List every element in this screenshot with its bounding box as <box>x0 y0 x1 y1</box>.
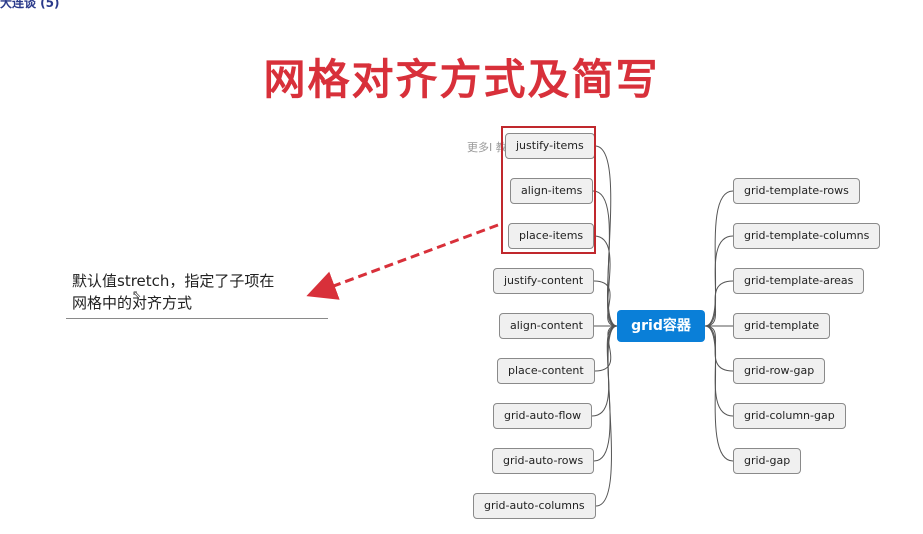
node-align-items[interactable]: align-items <box>510 178 594 204</box>
node-place-content[interactable]: place-content <box>497 358 595 384</box>
connector-node-grid-gap <box>704 325 734 462</box>
node-grid-template-areas[interactable]: grid-template-areas <box>733 268 865 294</box>
connector-node-align-items <box>592 190 618 327</box>
connector-node-grid-template-rows <box>704 190 734 327</box>
node-place-items[interactable]: place-items <box>508 223 595 249</box>
node-justify-items[interactable]: justify-items <box>505 133 595 159</box>
connector-node-grid-template-columns <box>704 235 734 327</box>
connector-node-grid-row-gap <box>704 325 734 372</box>
node-grid-auto-rows[interactable]: grid-auto-rows <box>492 448 595 474</box>
connector-node-grid-auto-rows <box>593 325 618 462</box>
connector-node-grid-template-areas <box>704 280 734 327</box>
node-align-content[interactable]: align-content <box>499 313 594 339</box>
node-grid-template-rows[interactable]: grid-template-rows <box>733 178 860 204</box>
node-grid-auto-columns[interactable]: grid-auto-columns <box>473 493 596 519</box>
node-justify-content[interactable]: justify-content <box>493 268 595 294</box>
annotation-line-2: 网格中的对齐方式 <box>72 294 193 312</box>
corner-caption: 大连谈 (5) <box>0 0 60 10</box>
node-grid-template-columns[interactable]: grid-template-columns <box>733 223 881 249</box>
connector-node-justify-items <box>594 145 618 327</box>
node-grid-column-gap[interactable]: grid-column-gap <box>733 403 846 429</box>
node-grid-gap[interactable]: grid-gap <box>733 448 802 474</box>
connector-node-grid-auto-columns <box>595 325 618 507</box>
node-grid-auto-flow[interactable]: grid-auto-flow <box>493 403 593 429</box>
mouse-cursor-icon: ⇖ <box>132 288 142 301</box>
node-grid-row-gap[interactable]: grid-row-gap <box>733 358 826 384</box>
page-title: 网格对齐方式及简写 <box>263 55 660 104</box>
connector-node-place-items <box>593 235 618 327</box>
annotation-underline <box>66 318 328 319</box>
connector-node-place-content <box>594 325 618 372</box>
annotation-arrow <box>306 223 499 300</box>
annotation-line-1: 默认值stretch，指定了子项在 <box>72 272 275 290</box>
node-grid-template[interactable]: grid-template <box>733 313 831 339</box>
annotation-note: 默认值stretch，指定了子项在 网格中的对齐方式 <box>72 270 302 314</box>
center-node-grid-container[interactable]: grid容器 <box>617 310 705 342</box>
connector-node-justify-content <box>593 280 618 327</box>
highlight-box <box>501 126 596 254</box>
